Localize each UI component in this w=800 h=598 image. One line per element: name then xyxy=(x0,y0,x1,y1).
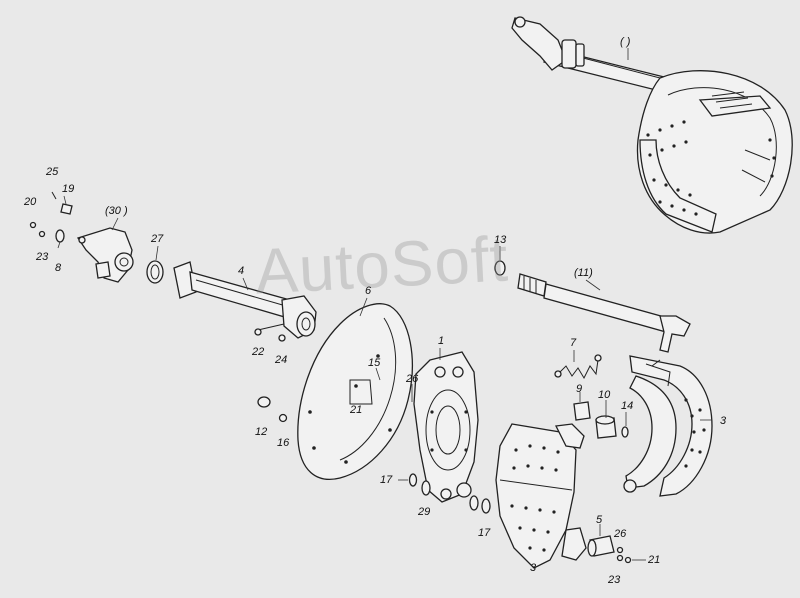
callout-29: 29 xyxy=(418,506,431,518)
anchor-plate-1 xyxy=(413,351,479,503)
slack-adjuster-30 xyxy=(76,227,134,283)
callout-26-mid: 26 xyxy=(406,373,419,385)
callout-3-right: 3 xyxy=(720,415,727,427)
callout-25: 25 xyxy=(46,166,59,178)
callout-blank: ( ) xyxy=(620,36,631,48)
roller-10 xyxy=(595,415,617,439)
pin-9 xyxy=(573,401,591,421)
callout-21-mid: 21 xyxy=(350,404,363,416)
seal-ring-27 xyxy=(146,260,164,284)
pin-19 xyxy=(60,203,73,215)
callout-16: 16 xyxy=(277,437,290,449)
callout-5: 5 xyxy=(596,514,603,526)
callout-7: 7 xyxy=(570,337,577,349)
washers-17-29 xyxy=(408,473,491,514)
bracket-tube-4 xyxy=(173,261,317,339)
callout-20: 20 xyxy=(24,196,37,208)
callout-23-left: 23 xyxy=(36,251,49,263)
brake-lining-rivet-holes-lower xyxy=(510,444,560,552)
callout-24: 24 xyxy=(275,354,288,366)
callout-9: 9 xyxy=(576,383,583,395)
anchor-pin-5 xyxy=(587,535,632,564)
callout-14: 14 xyxy=(621,400,634,412)
callout-22: 22 xyxy=(252,346,265,358)
callout-4: 4 xyxy=(238,265,245,277)
callout-23-bottom: 23 xyxy=(608,574,621,586)
callout-8: 8 xyxy=(55,262,62,274)
return-spring-7 xyxy=(554,354,602,380)
brake-lining-rivet-holes-right xyxy=(684,398,706,468)
brake-shoe-right-3 xyxy=(623,355,713,497)
callout-6: 6 xyxy=(365,285,372,297)
callout-27: 27 xyxy=(151,233,164,245)
callout-21-bottom: 21 xyxy=(648,554,661,566)
callout-12: 12 xyxy=(255,426,268,438)
callout-10: 10 xyxy=(598,389,611,401)
assembled-brake-drum-unit xyxy=(511,16,793,234)
camshaft-11 xyxy=(494,260,691,353)
callout-19: 19 xyxy=(62,183,75,195)
washer-14 xyxy=(621,426,629,438)
small-fasteners-left xyxy=(29,221,46,238)
brake-lining-rivet-holes-top xyxy=(646,120,776,216)
callout-17-left: 17 xyxy=(380,474,393,486)
callout-26-bottom: 26 xyxy=(614,528,627,540)
callout-1: 1 xyxy=(438,335,445,347)
leader-lines xyxy=(57,48,712,561)
callout-13: 13 xyxy=(494,234,507,246)
callout-30: (30 ) xyxy=(105,205,128,217)
brake-shoe-lower-3 xyxy=(495,423,587,569)
callout-11: (11) xyxy=(574,267,593,279)
callout-17-right: 17 xyxy=(478,527,491,539)
bushings-12-16 xyxy=(257,396,288,423)
washer-8 xyxy=(55,229,65,243)
dust-shield-6 xyxy=(297,303,413,480)
pin-25 xyxy=(51,191,57,200)
bolt-22-and-nut-24 xyxy=(254,328,286,342)
callout-15: 15 xyxy=(368,357,381,369)
callout-3-lower: 3 xyxy=(530,562,537,574)
